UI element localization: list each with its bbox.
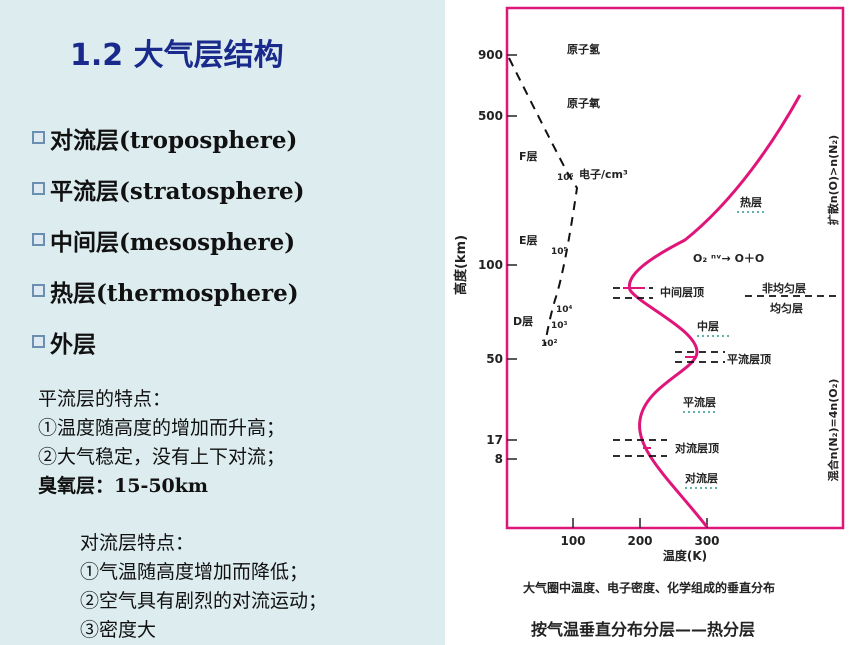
temperature-curve (627, 94, 802, 528)
electron-density-curve (508, 57, 579, 346)
label-mesopause: 中间层顶 (660, 285, 704, 299)
label-homosphere: 均匀层 (770, 301, 803, 315)
stratosphere-notes: 平流层的特点： ①温度随高度的增加而升高； ②大气稳定，没有上下对流； 臭氧层：… (38, 385, 285, 501)
label-heterosphere: 非均匀层 (762, 281, 806, 295)
list-item: 平流层(stratosphere) (32, 163, 304, 214)
y-tick-label: 8 (495, 452, 503, 466)
bullet-text: 热层(thermosphere) (50, 279, 299, 307)
bullet-text: 对流层(troposphere) (50, 126, 298, 154)
label-e-layer: E层 (519, 234, 538, 247)
figure-subtitle: 按气温垂直分布分层——热分层 (531, 620, 755, 639)
troposphere-notes: 对流层特点： ①气温随高度增加而降低； ②空气具有剧烈的对流运动； ③密度大 (80, 529, 327, 645)
notes-line: ③密度大 (80, 619, 157, 641)
label-d-layer: D层 (513, 315, 533, 328)
list-item: 中间层(mesosphere) (32, 214, 304, 265)
figure-caption: 大气圈中温度、电子密度、化学组成的垂直分布 (523, 580, 775, 595)
y-tick-label: 50 (486, 352, 503, 366)
checkbox-bullet-icon (32, 335, 45, 348)
label-tropopause: 对流层顶 (675, 441, 719, 455)
label-troposphere: 对流层 (685, 471, 718, 485)
atmosphere-diagram: 900 500 100 50 17 8 高度(km) 100 200 300 温… (453, 6, 845, 639)
checkbox-bullet-icon (32, 284, 45, 297)
x-ticks (572, 518, 708, 528)
x-tick-label: 300 (694, 534, 719, 548)
y-ticks (507, 54, 517, 460)
checkbox-bullet-icon (32, 182, 45, 195)
atmosphere-figure: 900 500 100 50 17 8 高度(km) 100 200 300 温… (445, 0, 860, 645)
y-tick-label: 500 (478, 109, 503, 123)
x-tick-label: 200 (627, 534, 652, 548)
notes-line: ②空气具有剧烈的对流运动； (80, 590, 328, 612)
label-mixing: 混合n(N₂)=4n(O₂) (826, 379, 840, 482)
notes-line: ①温度随高度的增加而升高； (38, 417, 286, 439)
notes-heading: 平流层的特点： (38, 388, 172, 410)
notes-line: 臭氧层：15-50km (38, 475, 209, 497)
label-stratosphere: 平流层 (683, 395, 716, 409)
label-stratopause: 平流层顶 (727, 352, 771, 366)
y-tick-label: 17 (486, 433, 503, 447)
label-atomic-oxygen: 原子氧 (567, 96, 600, 110)
label-diffusion: 扩散n(O)>n(N₂) (826, 135, 840, 225)
layer-list: 对流层(troposphere) 平流层(stratosphere) 中间层(m… (32, 112, 304, 367)
bullet-text: 平流层(stratosphere) (50, 177, 305, 205)
notes-heading: 对流层特点： (80, 532, 195, 554)
y-tick-label: 900 (478, 48, 503, 62)
list-item: 外层 (32, 316, 304, 367)
label-underlines (683, 211, 767, 489)
boundary-lines (613, 287, 840, 457)
notes-line: ①气温随高度增加而降低； (80, 561, 309, 583)
slide-title: 1.2 大气层结构 (70, 38, 284, 73)
label-density-1e5: 10⁵ (551, 247, 568, 257)
bullet-text: 外层 (50, 330, 96, 358)
x-axis-label: 温度(K) (663, 548, 707, 563)
label-density-1e2: 10² (541, 339, 558, 349)
checkbox-bullet-icon (32, 233, 45, 246)
y-axis-label: 高度(km) (453, 235, 469, 295)
label-density-1e6: 10⁶ (557, 173, 574, 183)
checkbox-bullet-icon (32, 131, 45, 144)
label-electron-unit: 电子/cm³ (579, 167, 628, 181)
label-thermosphere: 热层 (740, 195, 762, 209)
label-density-1e4: 10⁴ (556, 305, 573, 315)
bullet-text: 中间层(mesosphere) (50, 228, 296, 256)
label-atomic-hydrogen: 原子氢 (567, 42, 600, 56)
label-mesosphere: 中层 (697, 319, 719, 333)
list-item: 对流层(troposphere) (32, 112, 304, 163)
label-f-layer: F层 (519, 150, 538, 163)
y-tick-label: 100 (478, 258, 503, 272)
x-tick-label: 100 (560, 534, 585, 548)
boundary-accent (623, 287, 697, 449)
label-photodissociation: O₂ ⁿᵛ→ O＋O (693, 252, 764, 265)
list-item: 热层(thermosphere) (32, 265, 304, 316)
chart-frame (505, 6, 845, 530)
notes-line: ②大气稳定，没有上下对流； (38, 446, 286, 468)
label-density-1e3: 10³ (551, 321, 568, 331)
